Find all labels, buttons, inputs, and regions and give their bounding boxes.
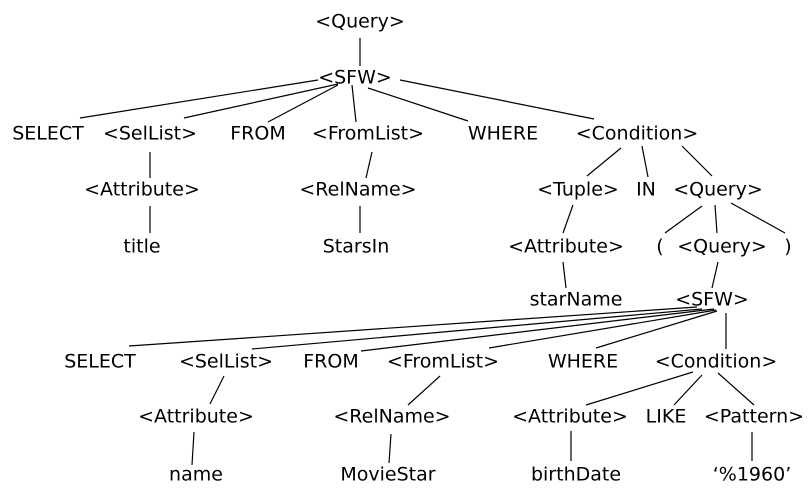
node-sl1: <SelList> xyxy=(103,123,197,145)
node-a2: <Attribute> xyxy=(508,236,624,258)
edge-sfw2-to-sel2 xyxy=(128,306,698,347)
edge-c2-to-a4 xyxy=(585,371,694,406)
node-a4: <Attribute> xyxy=(512,406,628,428)
edge-a3-to-name xyxy=(191,431,195,466)
node-title: title xyxy=(123,236,160,258)
edge-q3-to-sfw2 xyxy=(711,261,719,289)
node-wh1: WHERE xyxy=(468,123,538,145)
edge-c2-to-like xyxy=(673,374,703,406)
edge-sfw2-to-from2 xyxy=(360,308,715,352)
node-q3: <Query> xyxy=(677,236,767,258)
edge-sfw1-to-sel1 xyxy=(79,79,319,119)
edge-sfw1-to-sl1 xyxy=(183,83,339,119)
edge-q2-to-q3 xyxy=(714,204,718,234)
node-starname: starName xyxy=(530,289,623,311)
node-lp: ( xyxy=(656,236,663,258)
node-pat: <Pattern> xyxy=(704,406,804,428)
node-fl2: <FromList> xyxy=(387,351,499,373)
edge-sfw1-to-c1 xyxy=(399,79,595,120)
node-like: LIKE xyxy=(646,406,687,428)
node-a1: <Attribute> xyxy=(84,179,200,201)
node-sfw2: <SFW> xyxy=(675,289,749,311)
node-rp: ) xyxy=(784,236,791,258)
node-sfw1: <SFW> xyxy=(318,67,392,89)
edge-a2-to-starname xyxy=(562,261,567,289)
node-r1: <RelName> xyxy=(299,179,416,201)
edge-sl2-to-a3 xyxy=(209,375,225,405)
edge-r2-to-moviestar xyxy=(388,433,392,464)
edge-q2-to-rp xyxy=(730,202,786,234)
node-q1: <Query> xyxy=(315,11,405,33)
edge-c1-to-tup xyxy=(586,147,622,177)
node-c1: <Condition> xyxy=(576,123,699,145)
edge-fl2-to-r2 xyxy=(407,375,441,406)
node-starsin: StarsIn xyxy=(323,236,390,258)
node-c2: <Condition> xyxy=(655,351,778,373)
node-tup: <Tuple> xyxy=(537,179,619,201)
node-moviestar: MovieStar xyxy=(340,464,435,486)
node-fl1: <FromList> xyxy=(312,123,424,145)
edge-sfw1-to-wh1 xyxy=(367,87,469,122)
edge-fl1-to-r1 xyxy=(365,151,373,179)
tree-nodes: <Query> <SFW> SELECT <SelList> FROM <FromList… xyxy=(12,11,804,486)
edge-sfw2-to-wh2 xyxy=(595,310,718,349)
node-name: name xyxy=(169,464,223,486)
edge-sfw1-to-fl1 xyxy=(351,84,357,123)
edge-c1-to-in xyxy=(641,145,649,178)
node-from1: FROM xyxy=(230,123,285,145)
edge-tup-to-a2 xyxy=(562,204,574,234)
node-wh2: WHERE xyxy=(548,351,618,373)
edge-sfw2-to-fl2 xyxy=(488,309,717,349)
node-from2: FROM xyxy=(303,351,358,373)
edge-c1-to-q2 xyxy=(681,145,713,177)
edge-q2-to-lp xyxy=(664,205,703,234)
edge-sfw1-to-from1 xyxy=(267,84,339,123)
node-in: IN xyxy=(636,179,656,201)
node-q2: <Query> xyxy=(673,179,763,201)
node-sel2: SELECT xyxy=(64,351,136,373)
node-birthdate: birthDate xyxy=(531,464,621,486)
node-sel1: SELECT xyxy=(12,123,84,145)
edge-sfw2-to-sl2 xyxy=(251,308,703,350)
node-a3: <Attribute> xyxy=(138,406,254,428)
node-sl2: <SelList> xyxy=(179,351,273,373)
node-r2: <RelName> xyxy=(333,406,450,428)
edge-c2-to-pat xyxy=(717,372,755,406)
tree-edges xyxy=(79,38,786,466)
node-pv: ‘%1960’ xyxy=(713,464,792,486)
